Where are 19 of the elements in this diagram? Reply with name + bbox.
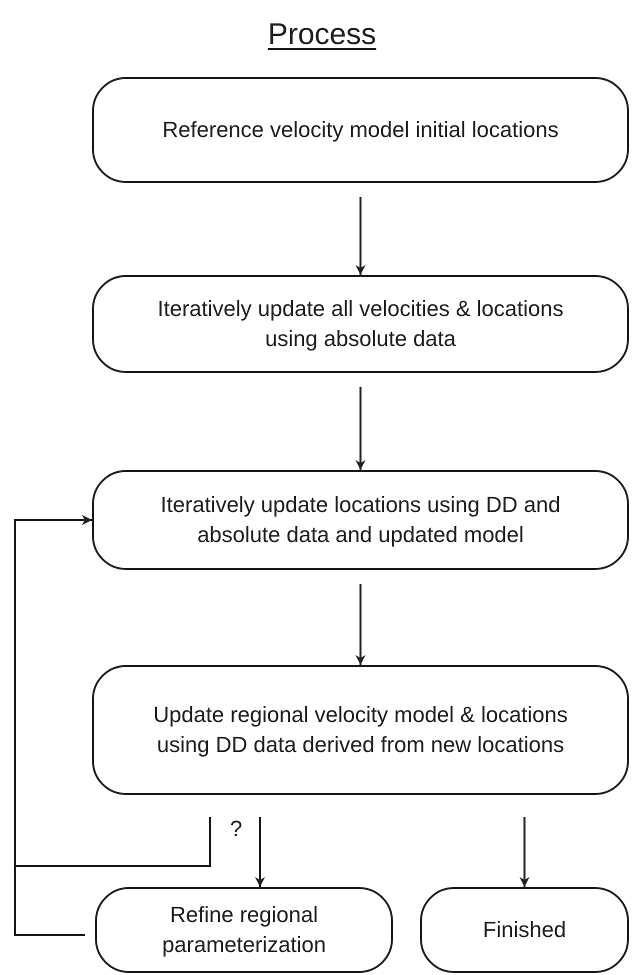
arrow [356, 197, 366, 275]
box-text: Iteratively update locations using DD and absolute data and updated model [160, 491, 562, 549]
process-box [95, 887, 393, 973]
box-text: Reference velocity model initial locations [162, 116, 559, 144]
process-box [420, 887, 629, 973]
box-text: Iteratively update all velocities & locations using absolute data [156, 295, 564, 353]
process-box [92, 665, 629, 795]
process-box [92, 77, 629, 183]
arrow [14, 515, 92, 936]
arrow [255, 817, 265, 887]
box-text: Update regional velocity model & locations using DD data derived from new locations [152, 701, 569, 759]
arrow [356, 387, 366, 470]
process-box [92, 470, 629, 570]
box-text: Refine regional parameterization [161, 901, 327, 959]
process-box [92, 275, 629, 373]
diagram-title: Process [268, 18, 376, 51]
box-text: Finished [482, 916, 566, 944]
arrow [356, 584, 366, 665]
arrow [520, 817, 530, 887]
